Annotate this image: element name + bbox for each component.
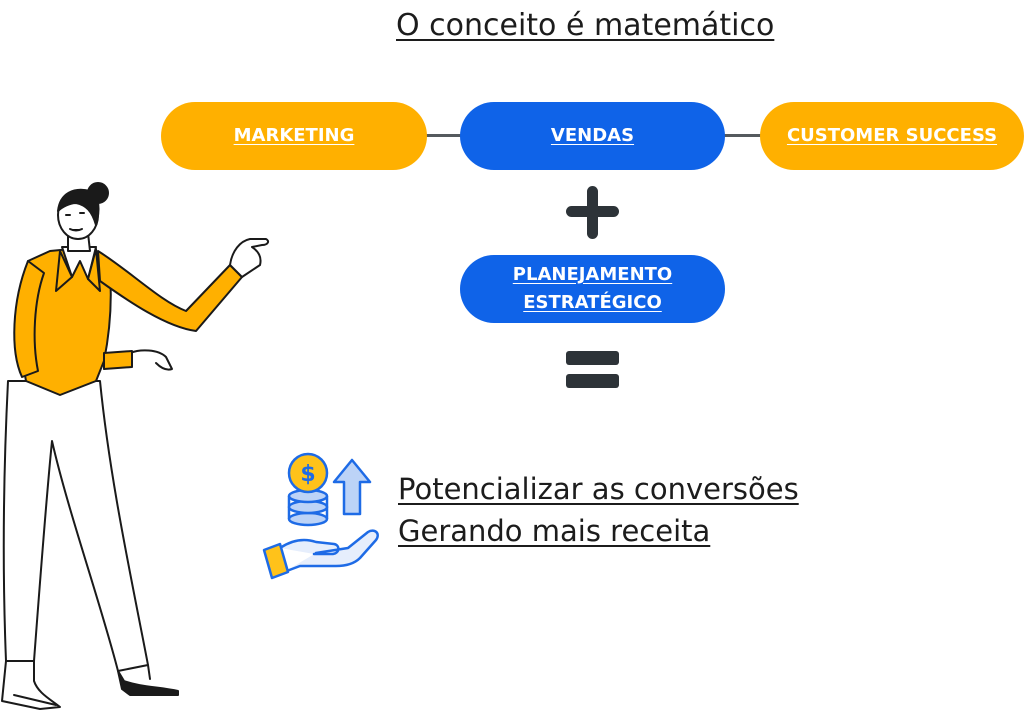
customer-success-label: CUSTOMER SUCCESS xyxy=(786,125,998,146)
connector-marketing-vendas xyxy=(424,134,464,137)
result-line-1: Potencializar as conversões xyxy=(398,472,799,506)
customer-success-pill[interactable]: CUSTOMER SUCCESS xyxy=(760,102,1024,170)
money-growth-icon: $ xyxy=(262,452,379,580)
businesswoman-illustration xyxy=(1,182,270,710)
diagram-title: O conceito é matemático xyxy=(396,8,775,43)
vendas-label: VENDAS xyxy=(550,125,635,146)
planejamento-label: PLANEJAMENTO ESTRATÉGICO xyxy=(512,264,673,313)
marketing-label: MARKETING xyxy=(233,125,355,146)
planejamento-pill[interactable]: PLANEJAMENTO ESTRATÉGICO xyxy=(460,255,725,323)
vendas-pill[interactable]: VENDAS xyxy=(460,102,725,170)
connector-vendas-cs xyxy=(722,134,764,137)
svg-text:$: $ xyxy=(300,462,315,487)
marketing-pill[interactable]: MARKETING xyxy=(161,102,427,170)
result-line-2: Gerando mais receita xyxy=(398,514,711,548)
